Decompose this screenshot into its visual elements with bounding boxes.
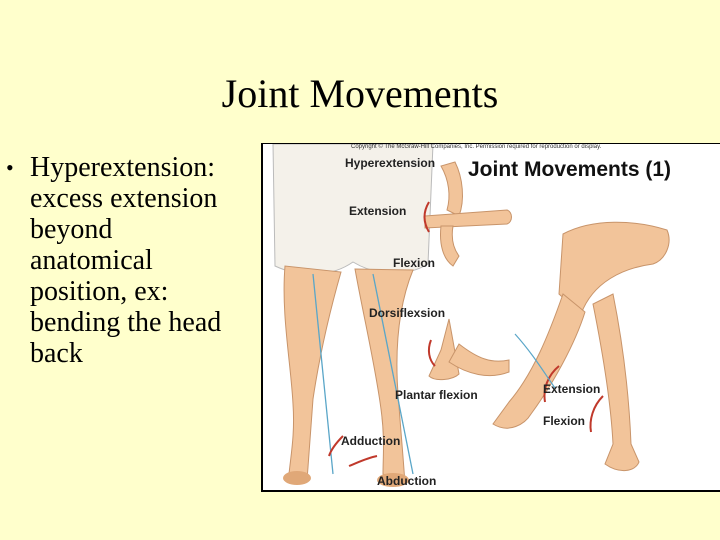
label-abduction: Abduction [377,474,437,488]
dorsiflexion-foot [428,318,460,381]
arrow [328,435,344,457]
label-adduction: Adduction [341,434,401,448]
bullet-item: • Hyperextension: excess extension beyon… [6,152,256,369]
bullet-list: • Hyperextension: excess extension beyon… [6,152,256,369]
label-hyperextension: Hyperextension [345,156,436,170]
arrow [589,395,604,433]
arrow [427,339,436,367]
bullet-dot: • [6,155,14,180]
left-foot [283,471,311,485]
arrow [543,365,560,403]
guide-line [372,273,414,475]
joint-movements-figure: Copyright © The McGraw-Hill Companies, I… [261,143,720,492]
figure-title: Joint Movements (1) [468,158,672,181]
right-leg [354,268,414,485]
bullet-line: position, ex: [30,276,169,307]
label-extension-knee: Extension [543,382,601,396]
right-foot [377,473,409,487]
flexion-hand [440,225,460,267]
label-extension-upper: Extension [349,204,407,218]
extension-arm [424,209,512,229]
bullet-line: back [30,338,83,369]
label-dorsiflexion: Dorsiflexsion [369,306,446,320]
label-flexion-upper: Flexion [393,256,436,270]
bullet-line: excess extension [30,183,218,214]
bullet-line: bending the head [30,307,222,338]
bullet-line: anatomical [30,245,153,276]
bullet-line: beyond [30,214,113,245]
arrow [348,455,378,467]
thigh [558,221,670,315]
plantar-foot [448,343,510,377]
slide-title: Joint Movements [221,71,499,116]
shin-extended [592,293,640,471]
figure-copyright: Copyright © The McGraw-Hill Companies, I… [351,144,602,150]
label-plantar-flexion: Plantar flexion [395,388,478,402]
guide-line [514,333,556,389]
shin-flexed [492,293,586,429]
bullet-line: Hyperextension: [30,152,216,183]
anatomy-illustration [272,144,670,487]
label-flexion-knee: Flexion [543,414,586,428]
arrow [423,201,430,233]
hyperextension-hand [440,161,463,217]
guide-line [312,273,334,475]
